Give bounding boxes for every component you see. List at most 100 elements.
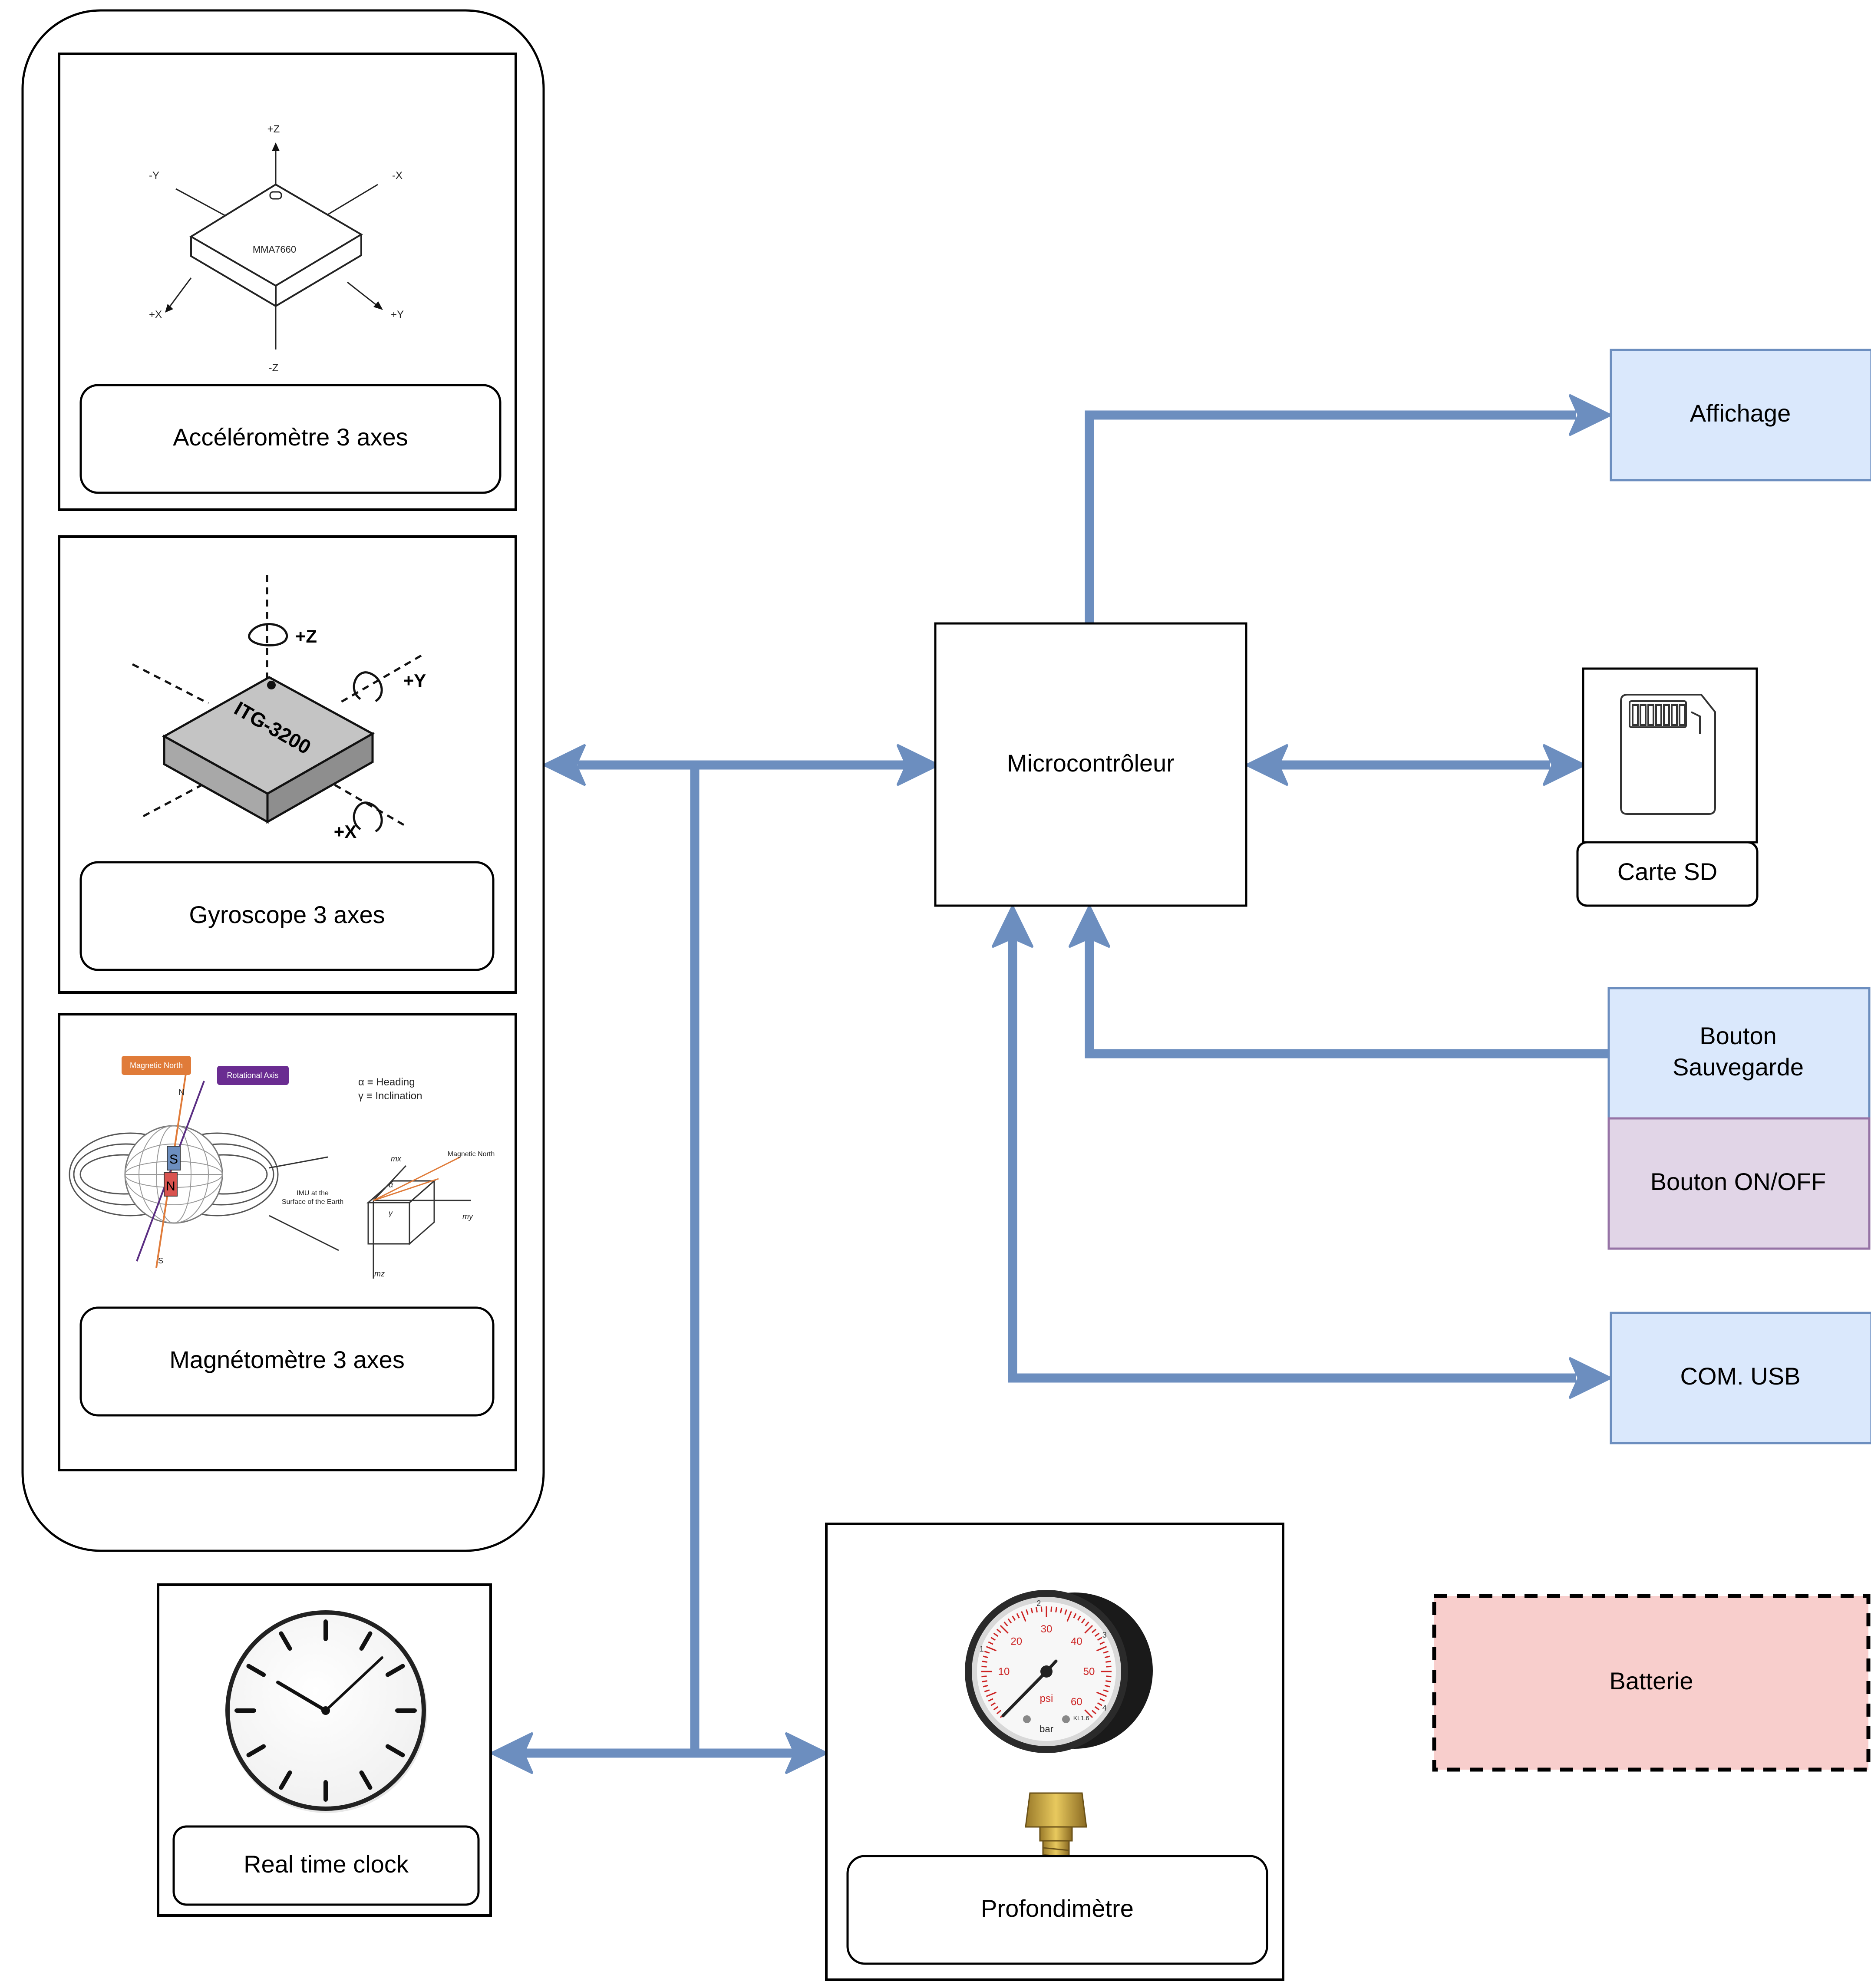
gauge-tick — [1055, 1607, 1057, 1612]
gauge-tick — [1036, 1607, 1038, 1612]
affichage-block: Affichage — [1610, 349, 1871, 481]
accel-axis-my: -Y — [149, 170, 159, 181]
gauge-tick — [1050, 1606, 1053, 1612]
gauge-tick — [1059, 1608, 1063, 1614]
accel-axis-pz: +Z — [267, 123, 280, 135]
arrowhead-mcu-bottom-left — [992, 905, 1033, 948]
gauge-psi-label: 30 — [1041, 1623, 1053, 1635]
carte-sd-block: Carte SD — [1576, 667, 1759, 907]
magnetometre-earth-image — [69, 1056, 471, 1279]
gauge-tick — [1104, 1655, 1110, 1658]
arrowhead-com-usb — [1569, 1357, 1611, 1399]
clock-tick — [385, 1664, 405, 1677]
accelerometre-chip-image — [165, 142, 383, 349]
gauge-tick — [1084, 1625, 1093, 1634]
gauge-tick — [1096, 1646, 1107, 1652]
gauge-tick — [1094, 1706, 1100, 1711]
gyro-axis-y: +Y — [403, 670, 426, 691]
clock-image — [225, 1610, 427, 1813]
arrowhead-mcu-right-side — [1246, 744, 1288, 786]
mag-heading: α ≡ Heading — [358, 1076, 415, 1088]
gauge-tick — [981, 1675, 987, 1678]
mag-imu-line1: IMU at the — [297, 1190, 329, 1197]
gauge-tick — [1099, 1641, 1105, 1645]
accel-chip-label: MMA7660 — [253, 244, 296, 255]
clock-tick — [359, 1631, 373, 1651]
gauge-tick — [1003, 1621, 1008, 1627]
gauge-bar-label: 2 — [1036, 1599, 1041, 1608]
com-usb-block: COM. USB — [1610, 1312, 1871, 1444]
gauge-tick — [1030, 1608, 1033, 1614]
gauge-tick — [1081, 1618, 1086, 1624]
connectors — [517, 410, 1608, 1758]
gyroscope-panel: ITG-3200 +Z +Y +X Gyroscope 3 axes — [58, 535, 517, 994]
carte-sd-label: Carte SD — [1617, 858, 1717, 885]
gauge-tick — [1104, 1685, 1110, 1688]
arrowhead-profondimetre — [785, 1732, 828, 1774]
clock-tick — [246, 1744, 266, 1757]
mag-alpha: α — [389, 1180, 393, 1189]
mag-mz: mz — [374, 1269, 385, 1278]
accelerometre-panel: MMA7660 +Z -Z -Y -X +X +Y Accéléromètre … — [58, 53, 517, 511]
arrowhead-affichage — [1569, 394, 1611, 436]
clock-tick — [246, 1664, 266, 1677]
gyro-axis-z: +Z — [295, 626, 317, 646]
microcontroleur-block: Microcontrôleur — [934, 622, 1247, 907]
gauge-psi-label: 50 — [1083, 1666, 1095, 1678]
gauge-psi-label: 20 — [1010, 1636, 1022, 1648]
gauge-tick — [1106, 1675, 1112, 1678]
gauge-tick — [988, 1698, 993, 1702]
gauge-tick — [996, 1629, 1002, 1633]
gauge-tick — [983, 1655, 989, 1658]
rtc-block: Real time clock — [157, 1583, 492, 1917]
gauge-psi-label: 60 — [1071, 1696, 1082, 1708]
gauge-unit-psi: psi — [1040, 1693, 1053, 1704]
gauge-tick — [1077, 1615, 1081, 1621]
rtc-label: Real time clock — [244, 1850, 409, 1878]
arrowhead-carte-sd-right — [1543, 744, 1585, 786]
carte-sd-label-box — [1576, 841, 1759, 907]
gauge-tick — [1106, 1665, 1112, 1668]
magnetometre-label: Magnétomètre 3 axes — [169, 1346, 405, 1373]
gauge-tick — [1040, 1606, 1043, 1612]
mag-pole-s: S — [169, 1152, 178, 1167]
gauge-tick — [1096, 1691, 1107, 1697]
connector-mcu-affichage — [1085, 410, 1576, 623]
mag-my: my — [462, 1212, 473, 1221]
gyroscope-chip-image — [132, 575, 422, 833]
gauge-tick — [1099, 1698, 1105, 1702]
gauge-bar-label: 1 — [980, 1645, 984, 1653]
arrowheads — [491, 394, 1611, 1774]
rtc-label-box — [172, 1825, 480, 1906]
gyroscope-label: Gyroscope 3 axes — [189, 901, 385, 928]
mag-mx: mx — [391, 1154, 402, 1163]
gauge-psi-label: 40 — [1071, 1636, 1082, 1648]
arrowhead-rtc — [491, 1732, 533, 1774]
accelerometre-label-box — [79, 384, 502, 494]
mag-rotational-axis-tag: Rotational Axis — [227, 1071, 278, 1080]
gauge-tick — [1091, 1710, 1097, 1714]
gyroscope-label-box — [79, 861, 495, 971]
gauge-tick — [1066, 1611, 1072, 1622]
gyro-axis-x: +X — [334, 821, 357, 842]
gauge-tick — [1007, 1618, 1012, 1624]
bouton-sauvegarde-block: Bouton Sauvegarde — [1607, 987, 1871, 1120]
clock-tick — [279, 1770, 292, 1790]
gauge-tick — [996, 1710, 1002, 1714]
gauge-unit-bar: bar — [1039, 1724, 1053, 1734]
gauge-tick — [1073, 1613, 1077, 1619]
com-usb-label: COM. USB — [1680, 1362, 1801, 1390]
gauge-tick — [1105, 1680, 1111, 1682]
clock-tick — [279, 1631, 292, 1651]
gauge-tick — [982, 1680, 987, 1682]
gauge-tick — [984, 1689, 990, 1692]
mag-n-top: N — [179, 1088, 185, 1097]
gauge-tick — [1064, 1609, 1067, 1615]
accel-axis-mz: -Z — [269, 362, 279, 374]
bouton-onoff-label: Bouton ON/OFF — [1650, 1168, 1826, 1195]
mag-gamma: γ — [389, 1209, 393, 1217]
gauge-tick — [984, 1651, 990, 1654]
imu-group-container — [21, 9, 545, 1552]
